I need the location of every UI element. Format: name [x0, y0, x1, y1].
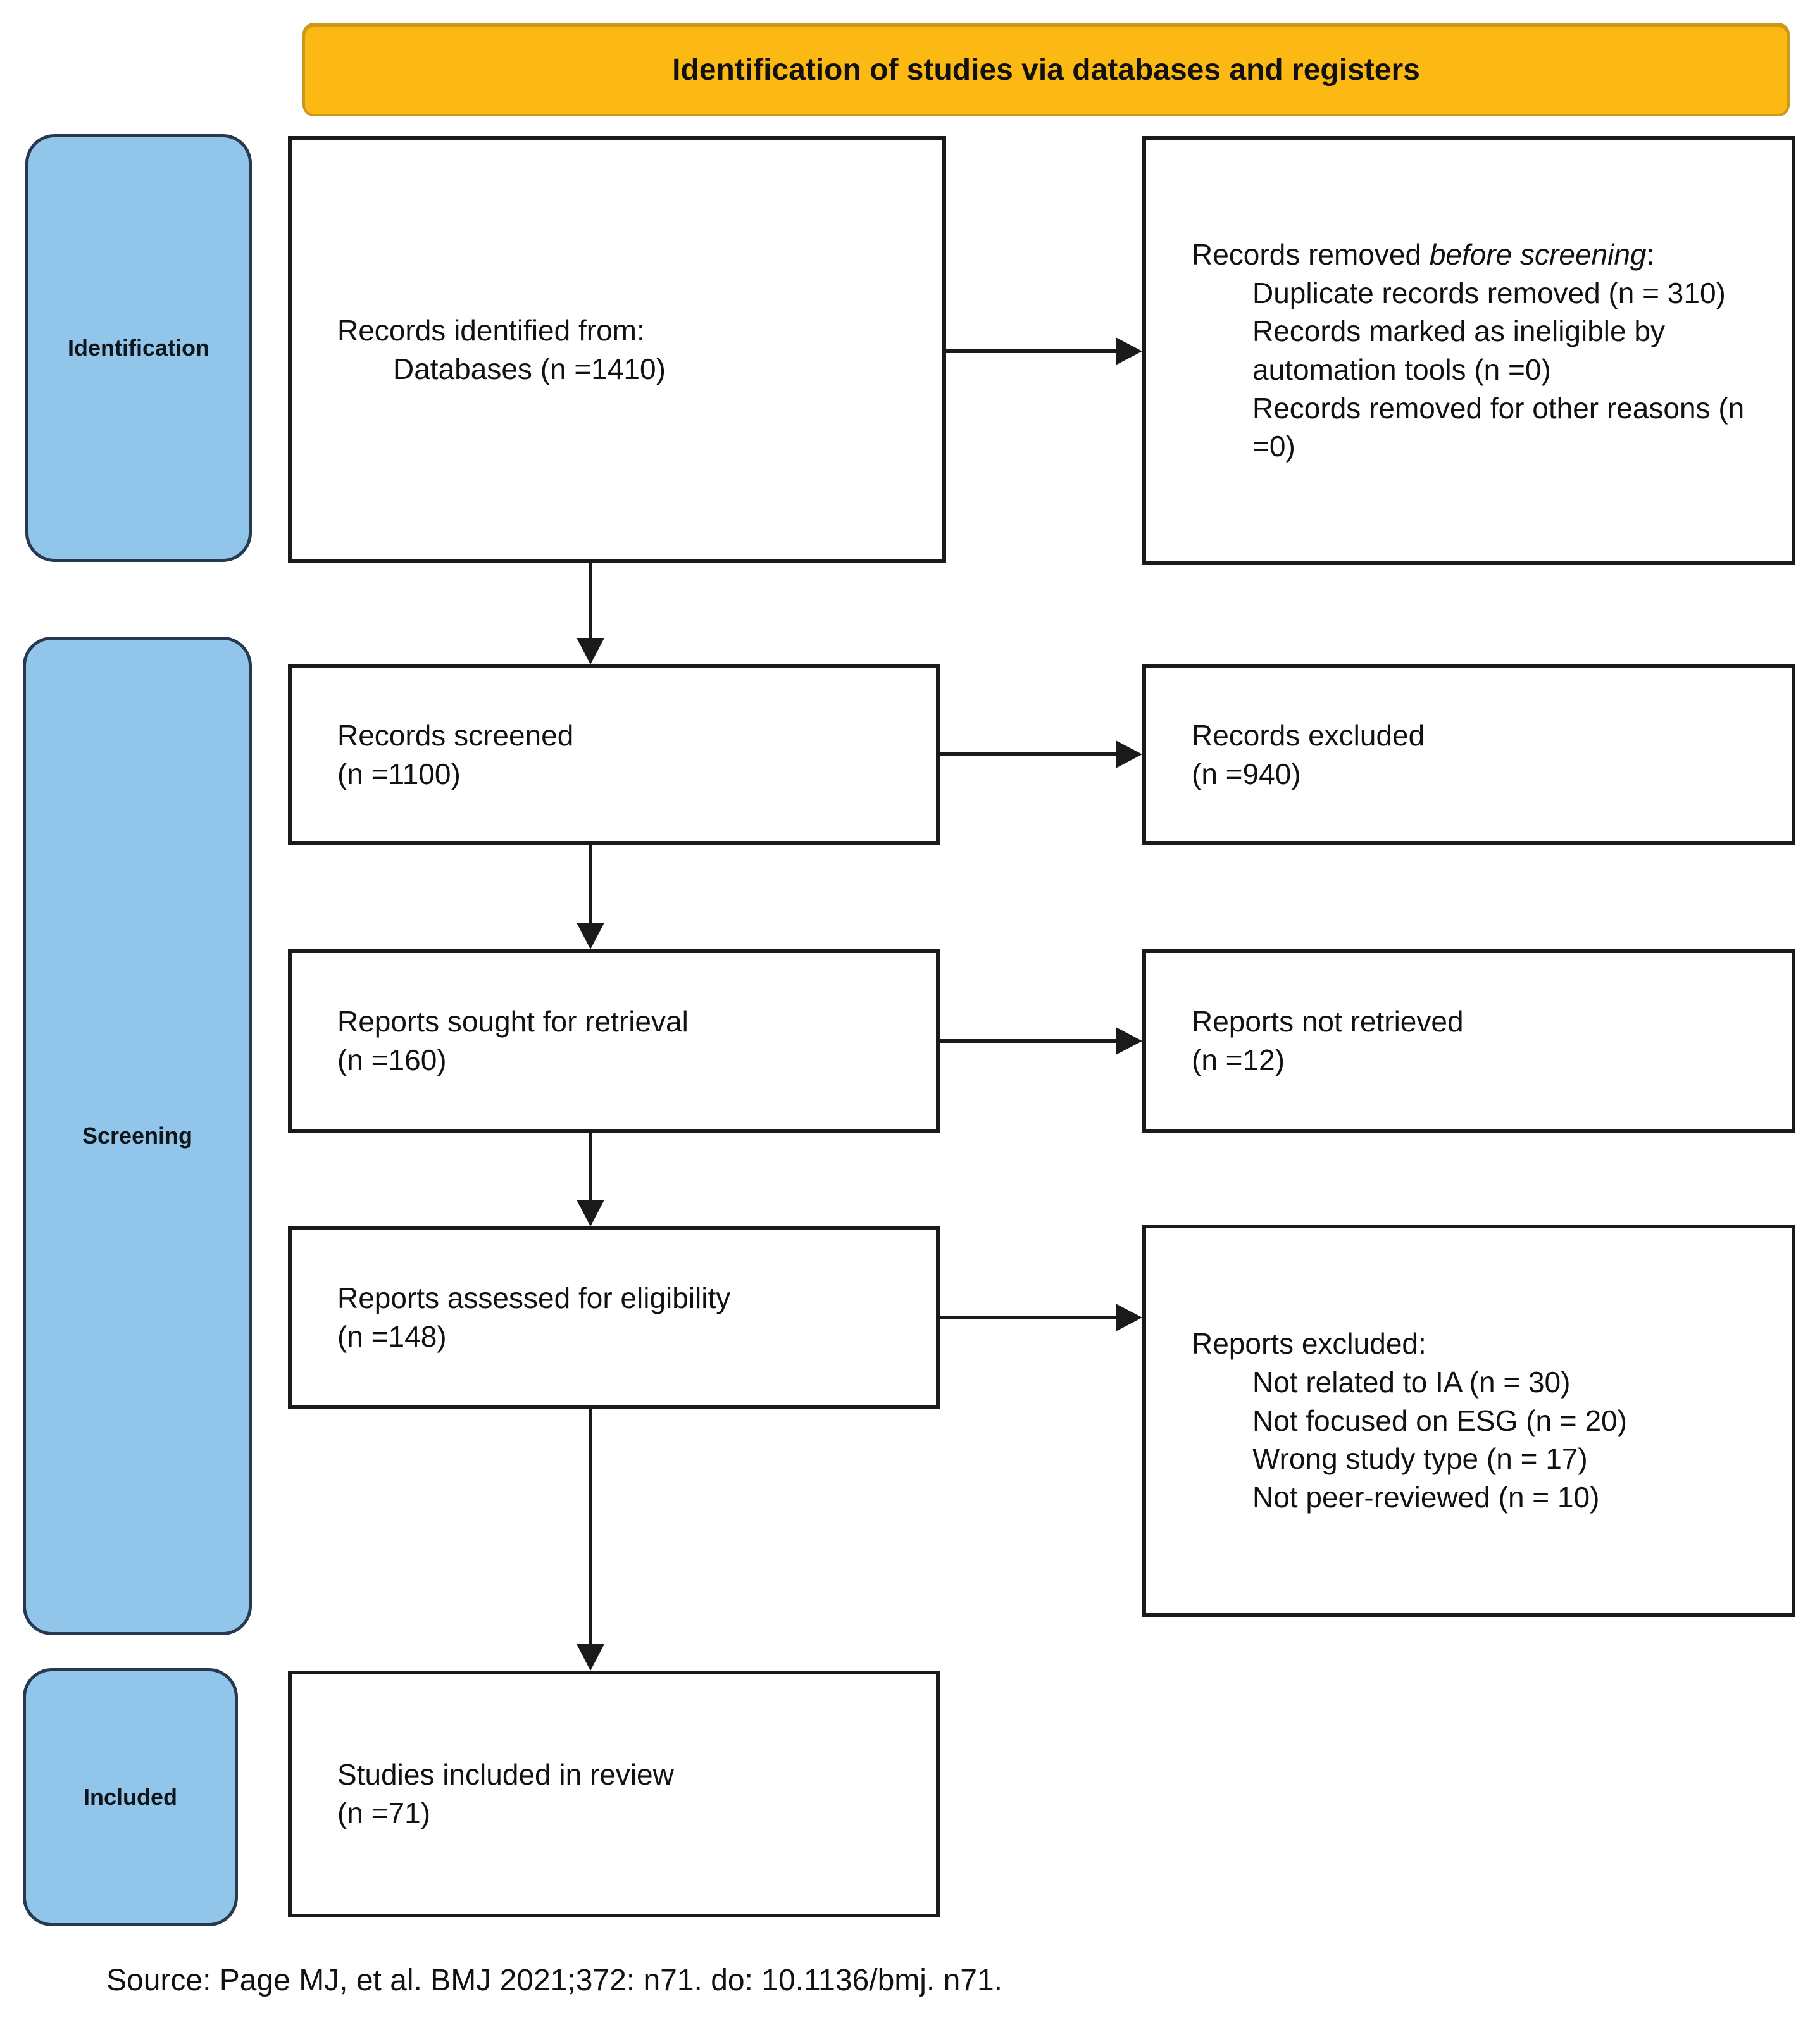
excluded-item-ia: Not related to IA (n = 30): [1252, 1365, 1571, 1399]
reports-sought-line1: Reports sought for retrieval: [337, 1005, 689, 1038]
box-reports-assessed: Reports assessed for eligibility (n =148…: [288, 1226, 940, 1409]
records-removed-intro: Records removed before screening:: [1192, 235, 1766, 274]
box-records-identified: Records identified from: Databases (n =1…: [288, 136, 946, 563]
stage-identification-label: Identification: [68, 335, 209, 361]
stage-included: Included: [23, 1668, 238, 1926]
box-reports-excluded: Reports excluded: Not related to IA (n =…: [1142, 1225, 1795, 1617]
removed-item-other: Records removed for other reasons (n =0): [1252, 391, 1745, 463]
box-reports-sought: Reports sought for retrieval (n =160): [288, 949, 940, 1133]
box-records-screened: Records screened (n =1100): [288, 664, 940, 845]
records-identified-line1: Records identified from:: [337, 313, 645, 347]
records-excluded-line1: Records excluded: [1192, 718, 1425, 752]
records-removed-intro-suffix: :: [1646, 237, 1655, 271]
banner-title: Identification of studies via databases …: [302, 23, 1790, 116]
excluded-item-esg: Not focused on ESG (n = 20): [1252, 1404, 1627, 1437]
reports-sought-line2: (n =160): [337, 1044, 447, 1076]
reports-assessed-line1: Reports assessed for eligibility: [337, 1281, 731, 1315]
box-records-removed: Records removed before screening: Duplic…: [1142, 136, 1795, 565]
records-screened-line2: (n =1100): [337, 757, 461, 790]
arrow-screened-to-excluded-head-icon: [1116, 740, 1142, 768]
studies-included-line1: Studies included in review: [337, 1758, 674, 1792]
records-excluded-line2: (n =940): [1192, 757, 1301, 790]
reports-not-retrieved-line1: Reports not retrieved: [1192, 1005, 1464, 1038]
stage-screening: Screening: [23, 637, 252, 1635]
source-citation: Source: Page MJ, et al. BMJ 2021;372: n7…: [106, 1964, 1002, 1997]
arrow-assessed-to-excluded-head-icon: [1116, 1304, 1142, 1331]
stage-screening-label: Screening: [82, 1123, 193, 1149]
reports-not-retrieved-line2: (n =12): [1192, 1044, 1285, 1076]
box-studies-included: Studies included in review (n =71): [288, 1671, 940, 1917]
arrow-assessed-to-excluded-line: [940, 1316, 1117, 1319]
box-reports-not-retrieved: Reports not retrieved (n =12): [1142, 949, 1795, 1133]
banner-title-text: Identification of studies via databases …: [672, 53, 1420, 87]
arrow-screened-to-sought-line: [589, 845, 592, 924]
studies-included-line2: (n =71): [337, 1797, 431, 1829]
arrow-screened-to-sought-head-icon: [577, 923, 604, 949]
arrow-identified-to-screened-line: [589, 563, 592, 640]
stage-identification: Identification: [25, 134, 252, 562]
removed-item-duplicates: Duplicate records removed (n = 310): [1252, 276, 1726, 309]
records-removed-intro-italic: before screening: [1429, 237, 1647, 271]
reports-assessed-line2: (n =148): [337, 1320, 447, 1353]
arrow-assessed-to-included-head-icon: [577, 1644, 604, 1671]
records-removed-intro-plain: Records removed: [1192, 237, 1430, 271]
reports-excluded-intro: Reports excluded:: [1192, 1327, 1426, 1361]
removed-item-automation: Records marked as ineligible by automati…: [1252, 315, 1665, 386]
arrow-sought-to-notretrieved-head-icon: [1116, 1027, 1142, 1055]
arrow-sought-to-notretrieved-line: [940, 1039, 1117, 1043]
arrow-identified-to-screened-head-icon: [577, 638, 604, 664]
excluded-item-study-type: Wrong study type (n = 17): [1252, 1442, 1588, 1476]
stage-included-label: Included: [83, 1784, 177, 1810]
records-identified-line2: Databases (n =1410): [393, 352, 666, 385]
records-screened-line1: Records screened: [337, 718, 574, 752]
box-records-excluded: Records excluded (n =940): [1142, 664, 1795, 845]
arrow-identified-to-removed-head-icon: [1116, 337, 1142, 365]
arrow-sought-to-assessed-line: [589, 1133, 592, 1201]
arrow-sought-to-assessed-head-icon: [577, 1200, 604, 1226]
excluded-item-peer-review: Not peer-reviewed (n = 10): [1252, 1481, 1600, 1514]
arrow-screened-to-excluded-line: [940, 752, 1117, 756]
arrow-identified-to-removed-line: [946, 349, 1117, 353]
arrow-assessed-to-included-line: [589, 1409, 592, 1645]
